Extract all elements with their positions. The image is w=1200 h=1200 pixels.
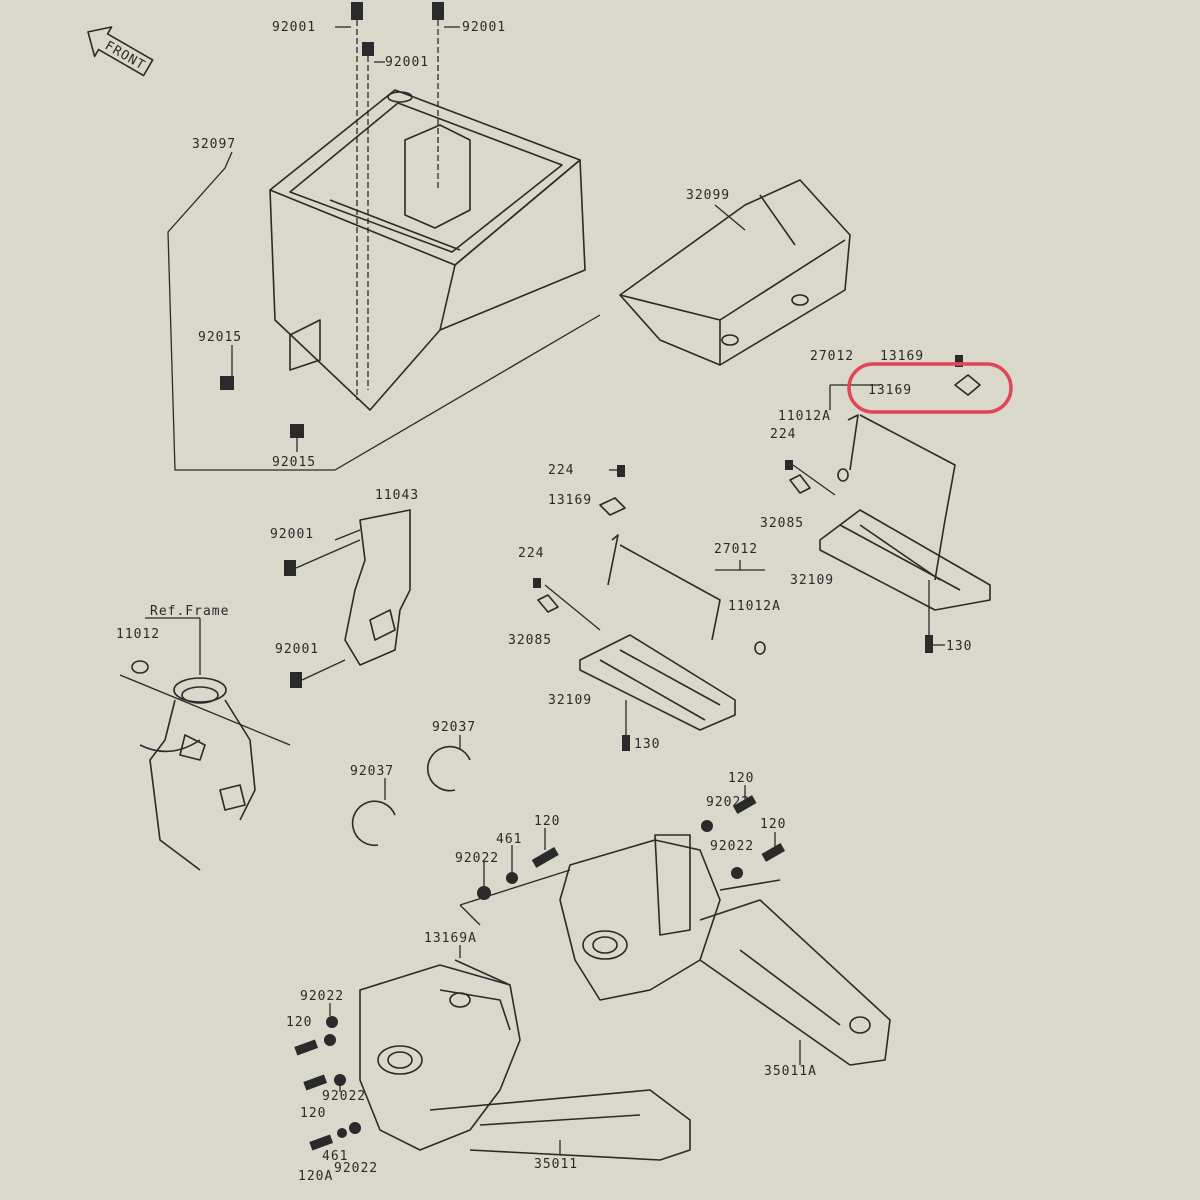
- clamp-32085-right: [789, 474, 811, 494]
- label-11012: 11012: [116, 627, 160, 642]
- label-92022: 92022: [334, 1161, 378, 1176]
- label-32085: 32085: [760, 516, 804, 531]
- label-92022: 92022: [455, 851, 499, 866]
- label-120: 120: [760, 817, 786, 832]
- grommet-11012A-right: [837, 468, 849, 482]
- label-92022: 92022: [300, 989, 344, 1004]
- label-92022: 92022: [710, 839, 754, 854]
- label-224: 224: [518, 546, 544, 561]
- label-120A: 120A: [298, 1169, 333, 1184]
- label-120: 120: [286, 1015, 312, 1030]
- label-130: 130: [946, 639, 972, 654]
- label-35011: 35011: [534, 1157, 578, 1172]
- bolt-92001-long: [351, 2, 444, 400]
- group-bracket-32097: [167, 151, 601, 471]
- battery-band-27012-right: [847, 414, 956, 581]
- bolt-130-middle: [622, 735, 630, 751]
- battery-band-27012-middle: [607, 534, 721, 641]
- ref-frame-label: Ref.Frame: [150, 604, 229, 619]
- circlip-92037-b: [427, 745, 471, 792]
- footrest-bracket-35011A: [559, 834, 891, 1066]
- spring-13169A: [454, 959, 511, 986]
- label-92037: 92037: [350, 764, 394, 779]
- label-32109: 32109: [790, 573, 834, 588]
- clip-13169-middle: [599, 497, 626, 516]
- holder-bracket-32109-middle: [579, 634, 736, 731]
- label-32099: 32099: [686, 188, 730, 203]
- holder-bracket-32109-right: [819, 509, 991, 611]
- label-92037: 92037: [432, 720, 476, 735]
- label-11012A: 11012A: [728, 599, 781, 614]
- label-120: 120: [728, 771, 754, 786]
- label-13169-highlighted: 13169: [868, 383, 912, 398]
- battery-case-32097: [269, 89, 586, 411]
- footrest-bracket-35011: [359, 964, 691, 1161]
- label-27012: 27012: [810, 349, 854, 364]
- label-92001: 92001: [272, 20, 316, 35]
- label-27012: 27012: [714, 542, 758, 557]
- label-120: 120: [534, 814, 560, 829]
- label-92015: 92015: [272, 455, 316, 470]
- label-92001: 92001: [385, 55, 429, 70]
- label-120: 120: [300, 1106, 326, 1121]
- label-92001: 92001: [275, 642, 319, 657]
- label-13169: 13169: [548, 493, 592, 508]
- label-13169A: 13169A: [424, 931, 477, 946]
- label-224: 224: [770, 427, 796, 442]
- label-32085: 32085: [508, 633, 552, 648]
- label-92001: 92001: [270, 527, 314, 542]
- bolt-130-right: [925, 635, 933, 653]
- highlight-ring: [847, 362, 1013, 414]
- label-224: 224: [548, 463, 574, 478]
- label-11012A: 11012A: [778, 409, 831, 424]
- clamp-32085-middle: [537, 594, 559, 613]
- clip-92015-a: [220, 376, 234, 390]
- label-32109: 32109: [548, 693, 592, 708]
- label-461: 461: [322, 1149, 348, 1164]
- label-130: 130: [634, 737, 660, 752]
- label-11043: 11043: [375, 488, 419, 503]
- label-35011A: 35011A: [764, 1064, 817, 1079]
- bolt-92001-plate-b: [290, 672, 302, 688]
- ref-frame-fragment: [131, 660, 256, 871]
- clip-92015-b: [290, 424, 304, 438]
- plate-11043: [344, 509, 411, 666]
- label-92001: 92001: [462, 20, 506, 35]
- label-92022: 92022: [706, 795, 750, 810]
- clip-13169-highlighted: [954, 374, 981, 396]
- bolt-224-middle: [533, 578, 541, 588]
- circlip-92037-a: [351, 800, 396, 847]
- label-461: 461: [496, 832, 522, 847]
- bolt-224-right: [785, 460, 793, 470]
- label-92015: 92015: [198, 330, 242, 345]
- label-92022: 92022: [322, 1089, 366, 1104]
- label-32097: 32097: [192, 137, 236, 152]
- front-arrow-icon: FRONT: [87, 26, 154, 77]
- label-13169: 13169: [880, 349, 924, 364]
- bolts-120-right: [477, 795, 786, 900]
- bolts-120-left: [294, 1016, 361, 1151]
- battery-cover-32099: [619, 179, 851, 366]
- grommet-11012A-middle: [754, 641, 766, 655]
- bolt-92001-plate-a: [284, 560, 296, 576]
